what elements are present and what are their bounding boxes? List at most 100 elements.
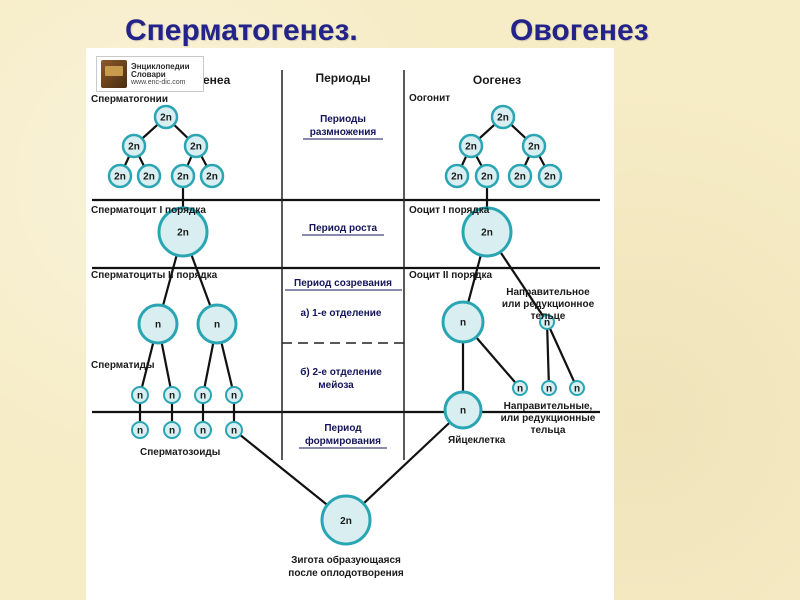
polar-body-cell: n: [569, 380, 585, 396]
svg-text:Период созревания: Период созревания: [294, 278, 392, 289]
svg-text:n: n: [546, 384, 552, 395]
svg-text:Направительные,: Направительные,: [504, 401, 593, 412]
svg-text:б) 2-е отделение: б) 2-е отделение: [300, 366, 382, 378]
oocyte1-cell: 2n: [461, 206, 513, 258]
label-egg: Яйцеклетка: [448, 435, 506, 446]
spermatogonium-cell: 2n: [121, 133, 147, 159]
svg-text:n: n: [231, 426, 237, 437]
oogenesis-cells: 2n 2n 2n 2n 2n 2n 2n 2n n n n n n n: [441, 104, 585, 430]
svg-text:2n: 2n: [177, 172, 189, 183]
oogonium-cell: 2n: [521, 133, 547, 159]
svg-text:n: n: [200, 426, 206, 437]
svg-text:Зигота образующаяся: Зигота образующаяся: [291, 554, 401, 566]
svg-text:2n: 2n: [340, 516, 352, 527]
spermatogonium-cell: 2n: [170, 163, 196, 189]
gametogenesis-diagram: 2n 2n 2n 2n 2n 2n 2n 2n n n n n n n n n …: [91, 70, 600, 579]
spermatogonium-cell: 2n: [183, 133, 209, 159]
label-spermatids: Сперматиды: [91, 360, 155, 371]
label-spermatozoa: Сперматозоиды: [140, 447, 220, 458]
label-spermatogonia: Сперматогонии: [91, 94, 168, 105]
svg-text:n: n: [214, 320, 220, 331]
spermatogonium-cell: 2n: [199, 163, 225, 189]
spermatocyte1-cell: 2n: [157, 206, 209, 258]
svg-text:2n: 2n: [177, 228, 189, 239]
title-oogenesis: Овогенез: [510, 14, 649, 47]
svg-text:тельце: тельце: [531, 311, 566, 322]
label-zygote: Зигота образующаяся после оплодотворения: [288, 554, 404, 579]
svg-text:n: n: [460, 318, 466, 329]
svg-text:2n: 2n: [465, 142, 477, 153]
book-icon: [101, 60, 127, 88]
svg-text:2n: 2n: [206, 172, 218, 183]
svg-text:2n: 2n: [514, 172, 526, 183]
svg-text:n: n: [200, 391, 206, 402]
oogonium-cell: 2n: [507, 163, 533, 189]
oogonium-cell: 2n: [444, 163, 470, 189]
label-spermatocytes2: Сперматоциты II порядка: [91, 270, 218, 281]
svg-text:2n: 2n: [481, 172, 493, 183]
encyclopedia-logo: Энциклопедии Словари www.enc-dic.com: [96, 56, 204, 92]
spermatid-cell: n: [163, 386, 181, 404]
svg-text:2n: 2n: [114, 172, 126, 183]
svg-text:n: n: [137, 426, 143, 437]
svg-text:n: n: [460, 406, 466, 417]
svg-text:n: n: [155, 320, 161, 331]
svg-text:2n: 2n: [528, 142, 540, 153]
label-polar-body: Направительное или редукционное тельце: [502, 287, 595, 322]
svg-text:2n: 2n: [160, 113, 172, 124]
logo-line-1: Энциклопедии: [131, 61, 190, 71]
logo-url: www.enc-dic.com: [131, 78, 186, 86]
period-division1: а) 1-е отделение: [301, 308, 382, 319]
diagram-panel: 2n 2n 2n 2n 2n 2n 2n 2n n n n n n n n n …: [86, 48, 614, 600]
svg-text:2n: 2n: [190, 142, 202, 153]
spermatid-cell: n: [194, 386, 212, 404]
polar-body-cell: n: [541, 380, 557, 396]
svg-text:Периоды: Периоды: [320, 114, 366, 125]
spermatozoon-cell: n: [163, 421, 181, 439]
oogonium-cell: 2n: [474, 163, 500, 189]
spermatid-cell: n: [225, 386, 243, 404]
svg-text:2n: 2n: [544, 172, 556, 183]
period-division2: б) 2-е отделение мейоза: [300, 366, 382, 391]
spermatogenesis-cells: 2n 2n 2n 2n 2n 2n 2n 2n n n n n n n n n …: [107, 104, 243, 439]
svg-text:или редукционное: или редукционное: [502, 299, 595, 310]
label-oocyte2: Ооцит II порядка: [409, 270, 493, 281]
svg-text:2n: 2n: [451, 172, 463, 183]
svg-text:n: n: [544, 318, 550, 329]
svg-text:n: n: [169, 391, 175, 402]
polar-body-cell: n: [539, 314, 555, 330]
column-header-oogenesis: Оогенез: [473, 73, 521, 87]
spermatozoon-cell: n: [225, 421, 243, 439]
svg-text:2n: 2n: [143, 172, 155, 183]
period-growth: Период роста: [302, 223, 384, 236]
spermatozoon-cell: n: [194, 421, 212, 439]
svg-text:или редукционные: или редукционные: [501, 413, 596, 424]
svg-text:формирования: формирования: [305, 435, 381, 447]
period-formation: Период формирования: [299, 423, 387, 449]
spermatogonium-cell: 2n: [107, 163, 133, 189]
spermatocyte2-cell: n: [196, 303, 238, 345]
spermatogonium-cell: 2n: [136, 163, 162, 189]
oogonium-cell: 2n: [458, 133, 484, 159]
column-header-periods: Периоды: [315, 71, 370, 85]
svg-text:n: n: [517, 384, 523, 395]
title-spermatogenesis: Сперматогенез.: [125, 14, 358, 47]
spermatogonium-cell: 2n: [153, 104, 179, 130]
spermatozoon-cell: n: [131, 421, 149, 439]
logo-line-2: Словари: [131, 69, 166, 79]
svg-text:после оплодотворения: после оплодотворения: [288, 568, 404, 579]
period-maturation: Период созревания: [285, 278, 402, 291]
svg-text:n: n: [137, 391, 143, 402]
svg-text:тельца: тельца: [531, 425, 566, 436]
column-header-spermatogenesis: енеа: [203, 73, 231, 87]
svg-text:2n: 2n: [497, 113, 509, 124]
label-oogonia: Оогонит: [409, 93, 450, 104]
spermatocyte2-cell: n: [137, 303, 179, 345]
label-oocyte1: Ооцит I порядка: [409, 205, 490, 216]
svg-text:2n: 2n: [128, 142, 140, 153]
zygote-cell: 2n: [320, 494, 372, 546]
svg-text:2n: 2n: [481, 228, 493, 239]
period-reproduction: Периоды размножения: [303, 114, 383, 140]
svg-text:n: n: [574, 384, 580, 395]
label-spermatocyte1: Сперматоцит I порядка: [91, 205, 206, 216]
